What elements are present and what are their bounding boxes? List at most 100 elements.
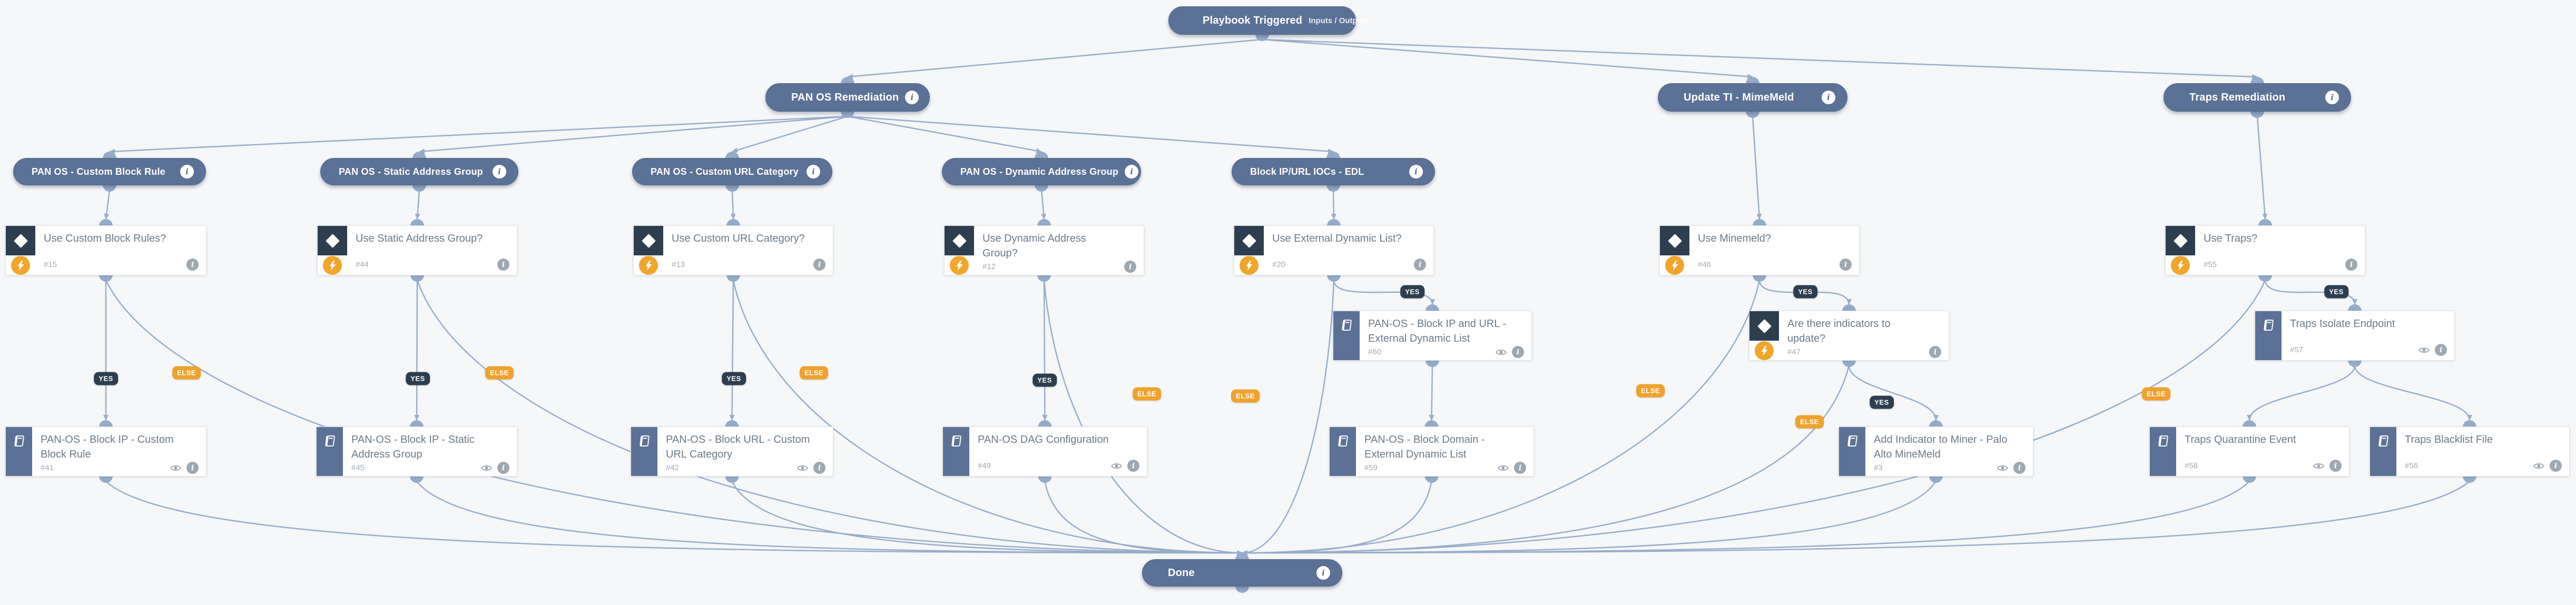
diamond-icon — [13, 233, 28, 248]
info-icon[interactable]: i — [1127, 460, 1139, 472]
condition-icon — [945, 226, 974, 255]
info-glyph: i — [2554, 461, 2558, 470]
yes-branch-badge: YES — [1793, 285, 1817, 299]
info-icon[interactable]: i — [905, 91, 919, 104]
node-h-cuc[interactable]: PAN OS - Custom URL Category i — [632, 158, 832, 185]
info-icon[interactable]: i — [180, 165, 194, 178]
node-t-cuc[interactable]: PAN-OS - Block URL - Custom URL Category… — [631, 427, 833, 477]
task-footer-actions: i — [497, 259, 509, 271]
node-label: PAN OS - Custom URL Category — [651, 166, 799, 177]
info-icon[interactable]: i — [2325, 91, 2339, 104]
inputs-outputs-link[interactable]: Inputs / Outputs — [1309, 16, 1370, 25]
preview-eye-icon[interactable] — [1496, 349, 1507, 356]
task-id: #57 — [2290, 345, 2304, 354]
info-icon[interactable]: i — [2550, 460, 2562, 472]
preview-eye-icon[interactable] — [1111, 462, 1122, 470]
info-glyph: i — [910, 92, 914, 102]
playbook-task-icon — [1336, 434, 1350, 451]
preview-eye-icon[interactable] — [2418, 346, 2430, 354]
task-icon-bar — [2370, 427, 2396, 476]
info-glyph: i — [2439, 345, 2443, 354]
preview-eye-icon[interactable] — [481, 464, 492, 472]
info-glyph: i — [1516, 348, 1520, 356]
info-icon[interactable]: i — [497, 259, 509, 271]
info-icon[interactable]: i — [2435, 344, 2447, 356]
node-t-edl59[interactable]: PAN-OS - Block Domain - External Dynamic… — [1329, 427, 1534, 477]
node-t-cbr[interactable]: PAN-OS - Block IP - Custom Block Rule#41… — [5, 427, 207, 477]
node-t-edl60[interactable]: PAN-OS - Block IP and URL - External Dyn… — [1333, 311, 1532, 361]
info-icon[interactable]: i — [2345, 259, 2357, 271]
info-glyph: i — [1414, 166, 1418, 176]
task-title: Use External Dynamic List? — [1272, 233, 1402, 244]
info-icon[interactable]: i — [186, 462, 199, 474]
info-icon[interactable]: i — [813, 259, 825, 271]
info-icon[interactable]: i — [493, 165, 506, 178]
else-branch-badge: ELSE — [1636, 384, 1665, 398]
info-icon[interactable]: i — [2013, 462, 2026, 474]
preview-eye-icon[interactable] — [797, 464, 808, 472]
info-glyph: i — [2334, 461, 2337, 470]
preview-eye-icon[interactable] — [170, 464, 181, 472]
task-footer-actions: i — [2345, 259, 2357, 271]
node-t-sag[interactable]: PAN-OS - Block IP - Static Address Group… — [316, 427, 517, 477]
info-icon[interactable]: i — [813, 462, 825, 474]
task-id: #44 — [356, 260, 369, 269]
playbook-task-icon — [1845, 434, 1860, 451]
task-icon-bar — [1333, 311, 1360, 360]
info-glyph: i — [818, 260, 821, 269]
preview-eye-icon[interactable] — [2533, 462, 2544, 470]
node-t-add[interactable]: Add Indicator to Miner - Palo Alto MineM… — [1838, 427, 2033, 477]
task-id: #3 — [1874, 463, 1883, 472]
info-icon[interactable]: i — [1316, 566, 1330, 580]
task-id: #12 — [982, 262, 996, 271]
yes-branch-badge: YES — [406, 372, 430, 385]
task-footer-actions: i — [813, 259, 825, 271]
info-icon[interactable]: i — [2329, 460, 2342, 472]
preview-eye-icon[interactable] — [2313, 462, 2324, 470]
info-icon[interactable]: i — [1125, 165, 1139, 178]
task-id: #47 — [1787, 348, 1801, 356]
info-icon[interactable]: i — [497, 462, 509, 474]
else-branch-badge: ELSE — [800, 366, 828, 380]
info-icon[interactable]: i — [1512, 346, 1524, 358]
info-icon[interactable]: i — [1822, 91, 1835, 104]
info-icon[interactable]: i — [1414, 259, 1426, 271]
preview-eye-icon[interactable] — [1997, 464, 2008, 472]
task-footer-actions: i — [1498, 462, 1526, 474]
info-icon[interactable]: i — [1124, 261, 1136, 273]
info-icon[interactable]: i — [1514, 462, 1526, 474]
task-id: #13 — [672, 260, 685, 269]
info-icon[interactable]: i — [186, 259, 199, 271]
info-icon[interactable]: i — [807, 165, 820, 178]
info-icon[interactable]: i — [1840, 259, 1852, 271]
condition-icon — [318, 226, 347, 255]
task-title: PAN-OS - Block IP - Static Address Group — [351, 434, 475, 460]
info-icon[interactable]: i — [1409, 165, 1423, 178]
info-icon[interactable]: i — [1929, 346, 1941, 358]
preview-eye-icon[interactable] — [1498, 464, 1509, 472]
